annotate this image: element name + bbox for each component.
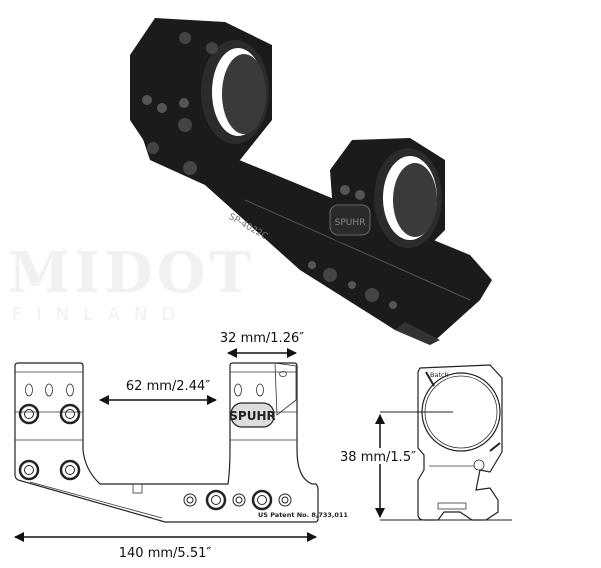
batch-label: Batch [430, 371, 449, 379]
patent-text: US Patent No. 8,733,011 [258, 511, 348, 519]
dimension-total-length: 140 mm/5.51″ [14, 532, 317, 561]
dimension-ring-spacing: 62 mm/2.44″ [99, 379, 217, 405]
dim-ring-spacing-label: 62 mm/2.44″ [126, 379, 210, 394]
side-logo: SPUHR [229, 409, 275, 423]
dim-total-length-label: 140 mm/5.51″ [119, 546, 212, 561]
mount-side-view: SPUHR US Patent No. 8,733,011 [14, 362, 348, 523]
mount-3d-render: SPUHR SP-4022C [130, 18, 492, 345]
dim-height-label: 38 mm/1.5″ [340, 450, 416, 465]
dimension-ring-width: 32 mm/1.26″ [220, 331, 304, 358]
render-logo: SPUHR [335, 218, 366, 228]
dimension-height: 38 mm/1.5″ [340, 414, 416, 518]
dim-ring-width-label: 32 mm/1.26″ [220, 331, 304, 346]
watermark-country: FINLAND [12, 304, 189, 325]
watermark-brand: MIDOT [8, 240, 255, 306]
mount-end-view: Batch [380, 364, 512, 521]
